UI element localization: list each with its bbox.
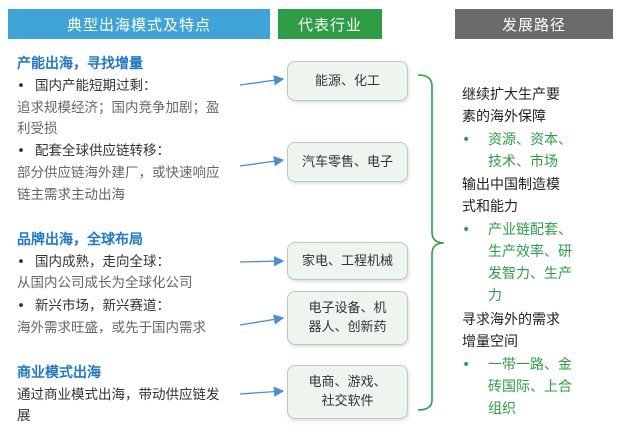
arrow-to-ecommerce <box>239 386 285 397</box>
path2-line2: 式和能力 <box>462 199 518 215</box>
path3-line1: 寻求海外的需求 <box>462 312 560 328</box>
header-industries: 代表行业 <box>278 9 382 39</box>
path1-line1: 继续扩大生产要 <box>462 87 560 103</box>
desc-mature-global: 从国内公司成长为全球化公司 <box>17 275 193 291</box>
desc-supply-chain-line2: 链主需求主动出海 <box>17 187 125 203</box>
desc-supply-chain-line1: 部分供应链海外建厂，或快速响应 <box>17 165 220 181</box>
path3-bullet-line1: •一带一路、金 <box>462 357 572 373</box>
industry-auto-electronics: 汽车零售、电子 <box>287 142 408 182</box>
path2-bullet-line4: 力 <box>488 288 502 304</box>
path1-bullet-line2: 技术、市场 <box>488 154 558 170</box>
path2-bullet-line2: 生产效率、研 <box>488 244 572 260</box>
desc-business-model-line1: 通过商业模式出海，带动供应链发 <box>17 387 220 403</box>
desc-overcapacity-line2: 利受损 <box>17 121 58 137</box>
bullet-supply-chain: •配套全球供应链转移： <box>17 143 170 159</box>
industry-ecommerce-games-social: 电商、游戏、 社交软件 <box>287 365 408 419</box>
path3-bullet-line2: 砖国际、上合 <box>488 379 572 395</box>
bullet-emerging-market: •新兴市场，新兴赛道： <box>17 298 170 314</box>
bullet-mature-global: •国内成熟，走向全球： <box>17 254 170 270</box>
section-brand-title: 品牌出海，全球布局 <box>17 232 143 248</box>
path3-bullet-line3: 组织 <box>488 401 516 417</box>
arrow-to-appliance <box>239 256 285 267</box>
desc-business-model-line2: 展 <box>17 408 31 424</box>
header-development-path: 发展路径 <box>455 9 613 39</box>
desc-overcapacity-line1: 追求规模经济；国内竞争加剧；盈 <box>17 100 220 116</box>
path1-bullet-line1: •资源、资本、 <box>462 132 572 148</box>
path3-line2: 增量空间 <box>462 334 518 350</box>
arrow-to-energy <box>239 75 285 86</box>
desc-emerging-market: 海外需求旺盛，或先于国内需求 <box>17 320 206 336</box>
section-capacity-title: 产能出海，寻找增量 <box>17 56 143 72</box>
path1-line2: 素的海外保障 <box>462 109 546 125</box>
section-business-model-title: 商业模式出海 <box>17 365 101 381</box>
bullet-overcapacity: •国内产能短期过剩： <box>17 78 157 94</box>
header-typical-modes: 典型出海模式及特点 <box>8 9 270 39</box>
path2-bullet-line3: 发智力、生产 <box>488 266 572 282</box>
industry-appliance-machinery: 家电、工程机械 <box>287 242 408 280</box>
arrow-to-auto <box>239 156 285 167</box>
group-bracket <box>417 74 445 411</box>
path2-line1: 输出中国制造模 <box>462 177 560 193</box>
industry-energy-chemical: 能源、化工 <box>287 61 408 101</box>
arrow-to-electronics <box>239 314 285 326</box>
path2-bullet-line1: •产业链配套、 <box>462 222 572 238</box>
industry-electronics-robots-drugs: 电子设备、机 器人、创新药 <box>287 291 408 345</box>
